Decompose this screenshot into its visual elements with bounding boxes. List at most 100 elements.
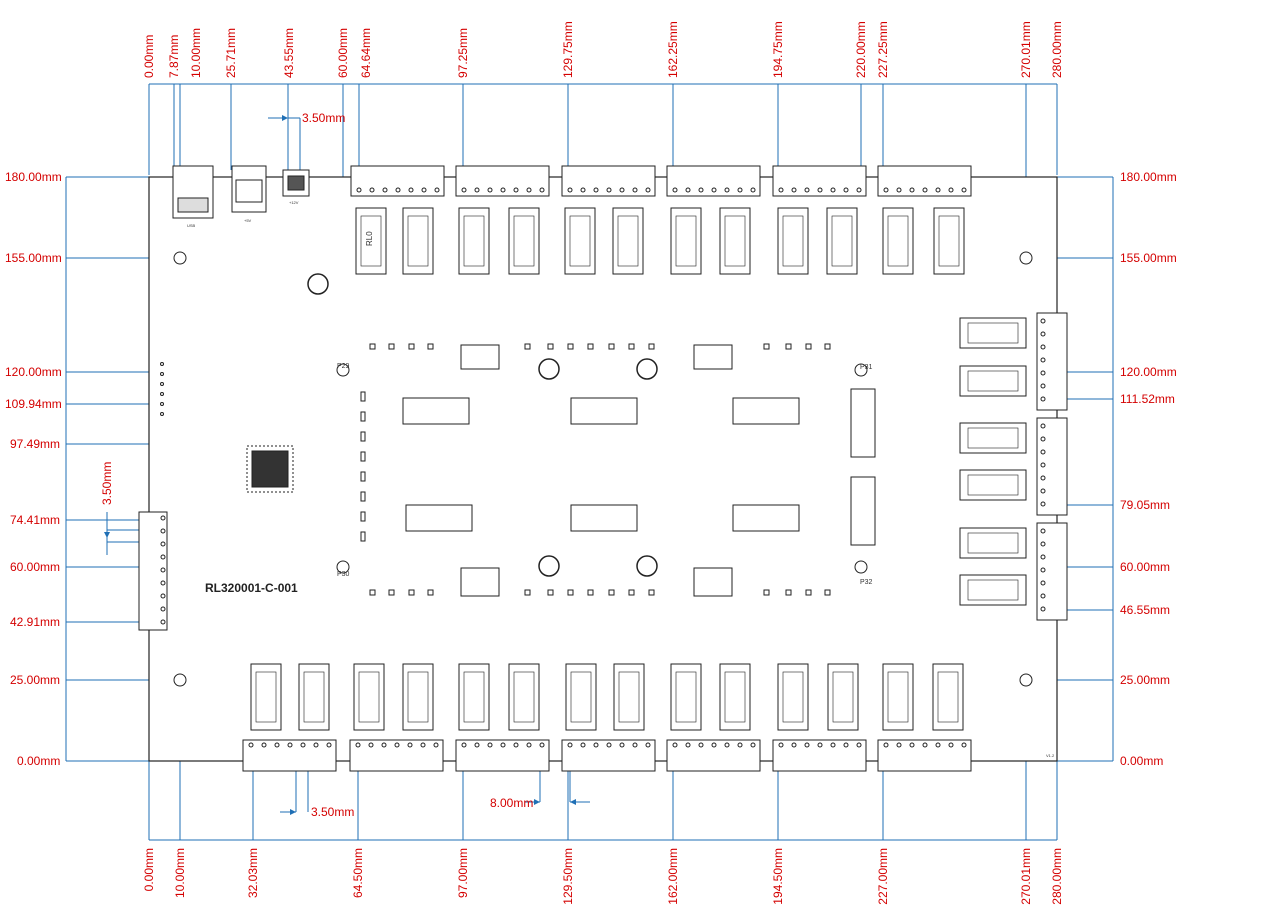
input-connectors [172, 165, 310, 219]
dim-top-6: 64.64mm [359, 28, 373, 78]
terminal-pin [830, 742, 836, 748]
dim-pitch-spacing: 8.00mm [490, 796, 533, 810]
terminal-pin [474, 742, 480, 748]
terminal-pin [791, 742, 797, 748]
ic-chip [693, 344, 733, 370]
terminal-pin [778, 187, 784, 193]
terminal-pin [461, 742, 467, 748]
terminal-pin [619, 187, 625, 193]
terminal-pin [711, 742, 717, 748]
dim-bottom-0: 0.00mm [142, 848, 156, 891]
terminal-pin [356, 187, 362, 193]
dim-bottom-9: 270.01mm [1019, 848, 1033, 905]
terminal-pin [856, 187, 862, 193]
ic-chip [402, 397, 470, 425]
dim-left-3: 109.94mm [5, 397, 62, 411]
terminal-pin [750, 187, 756, 193]
relay [882, 663, 914, 731]
terminal-pin [368, 742, 374, 748]
terminal-pin [698, 742, 704, 748]
terminal-pin [1040, 567, 1046, 573]
dimension-arrows [104, 115, 576, 815]
relay [670, 207, 702, 275]
usb-label: USB [187, 223, 196, 228]
terminal-pin [567, 187, 573, 193]
dim-left-9: 0.00mm [17, 754, 60, 768]
mount-hole [854, 363, 868, 377]
led [587, 589, 594, 596]
led [547, 589, 554, 596]
relay-label-rl0: RL0 [365, 231, 374, 246]
terminal-pin [961, 187, 967, 193]
dim-right-8: 0.00mm [1120, 754, 1163, 768]
dim-top-2: 10.00mm [189, 28, 203, 78]
terminal-pin [909, 187, 915, 193]
dim-left-0: 180.00mm [5, 170, 62, 184]
dim-top-12: 227.25mm [876, 21, 890, 78]
dim-top-4: 43.55mm [282, 28, 296, 78]
relays [250, 207, 1027, 731]
led [408, 589, 415, 596]
dim-top-11: 220.00mm [854, 21, 868, 78]
led [524, 589, 531, 596]
terminal-pin [909, 742, 915, 748]
terminal-pin [1040, 449, 1046, 455]
header-pin [160, 528, 166, 534]
terminal-pin [830, 187, 836, 193]
led [369, 589, 376, 596]
relay [719, 207, 751, 275]
terminal-pin [369, 187, 375, 193]
mounting-holes [173, 251, 1033, 687]
header-pins [160, 362, 166, 625]
terminal-pin [737, 742, 743, 748]
dim-left-2: 120.00mm [5, 365, 62, 379]
terminal-pin [1040, 331, 1046, 337]
led [763, 343, 770, 350]
right-terminal-blocks [1036, 312, 1068, 621]
terminal-pin [817, 187, 823, 193]
dim-right-5: 60.00mm [1120, 560, 1170, 574]
header-pin [160, 593, 166, 599]
dim-top-5: 60.00mm [336, 28, 350, 78]
relay [933, 207, 965, 275]
relay [777, 207, 809, 275]
terminal-pin [711, 187, 717, 193]
dim-bottom-8: 227.00mm [876, 848, 890, 905]
relay [959, 469, 1027, 501]
terminal-pin [750, 742, 756, 748]
ic-chip [460, 567, 500, 597]
header-pin [160, 580, 166, 586]
led [824, 343, 831, 350]
terminal-pin [724, 187, 730, 193]
terminal-pin [1040, 580, 1046, 586]
relay [932, 663, 964, 731]
terminal-pin [408, 187, 414, 193]
header-pin [160, 606, 166, 612]
resistor [360, 511, 366, 522]
dim-top-13: 270.01mm [1019, 21, 1033, 78]
dim-left-6: 60.00mm [10, 560, 60, 574]
terminal-pin [896, 742, 902, 748]
dim-right-2: 120.00mm [1120, 365, 1177, 379]
dim-bottom-5: 129.50mm [561, 848, 575, 905]
terminal-pin [433, 742, 439, 748]
header-pin [160, 515, 166, 521]
dim-right-0: 180.00mm [1120, 170, 1177, 184]
power-12v-label: +12V [289, 200, 299, 205]
mount-hole [336, 363, 350, 377]
relay [719, 663, 751, 731]
terminal-pin [804, 187, 810, 193]
terminal-pin [513, 187, 519, 193]
ic-chip [460, 344, 500, 370]
led [805, 343, 812, 350]
led [587, 343, 594, 350]
terminal-pin [1040, 436, 1046, 442]
ic-chip [732, 397, 800, 425]
terminal-pin [685, 742, 691, 748]
terminal-pin [632, 742, 638, 748]
relay [250, 663, 282, 731]
dim-pitch-bottom: 3.50mm [311, 805, 354, 819]
terminal-pin [300, 742, 306, 748]
